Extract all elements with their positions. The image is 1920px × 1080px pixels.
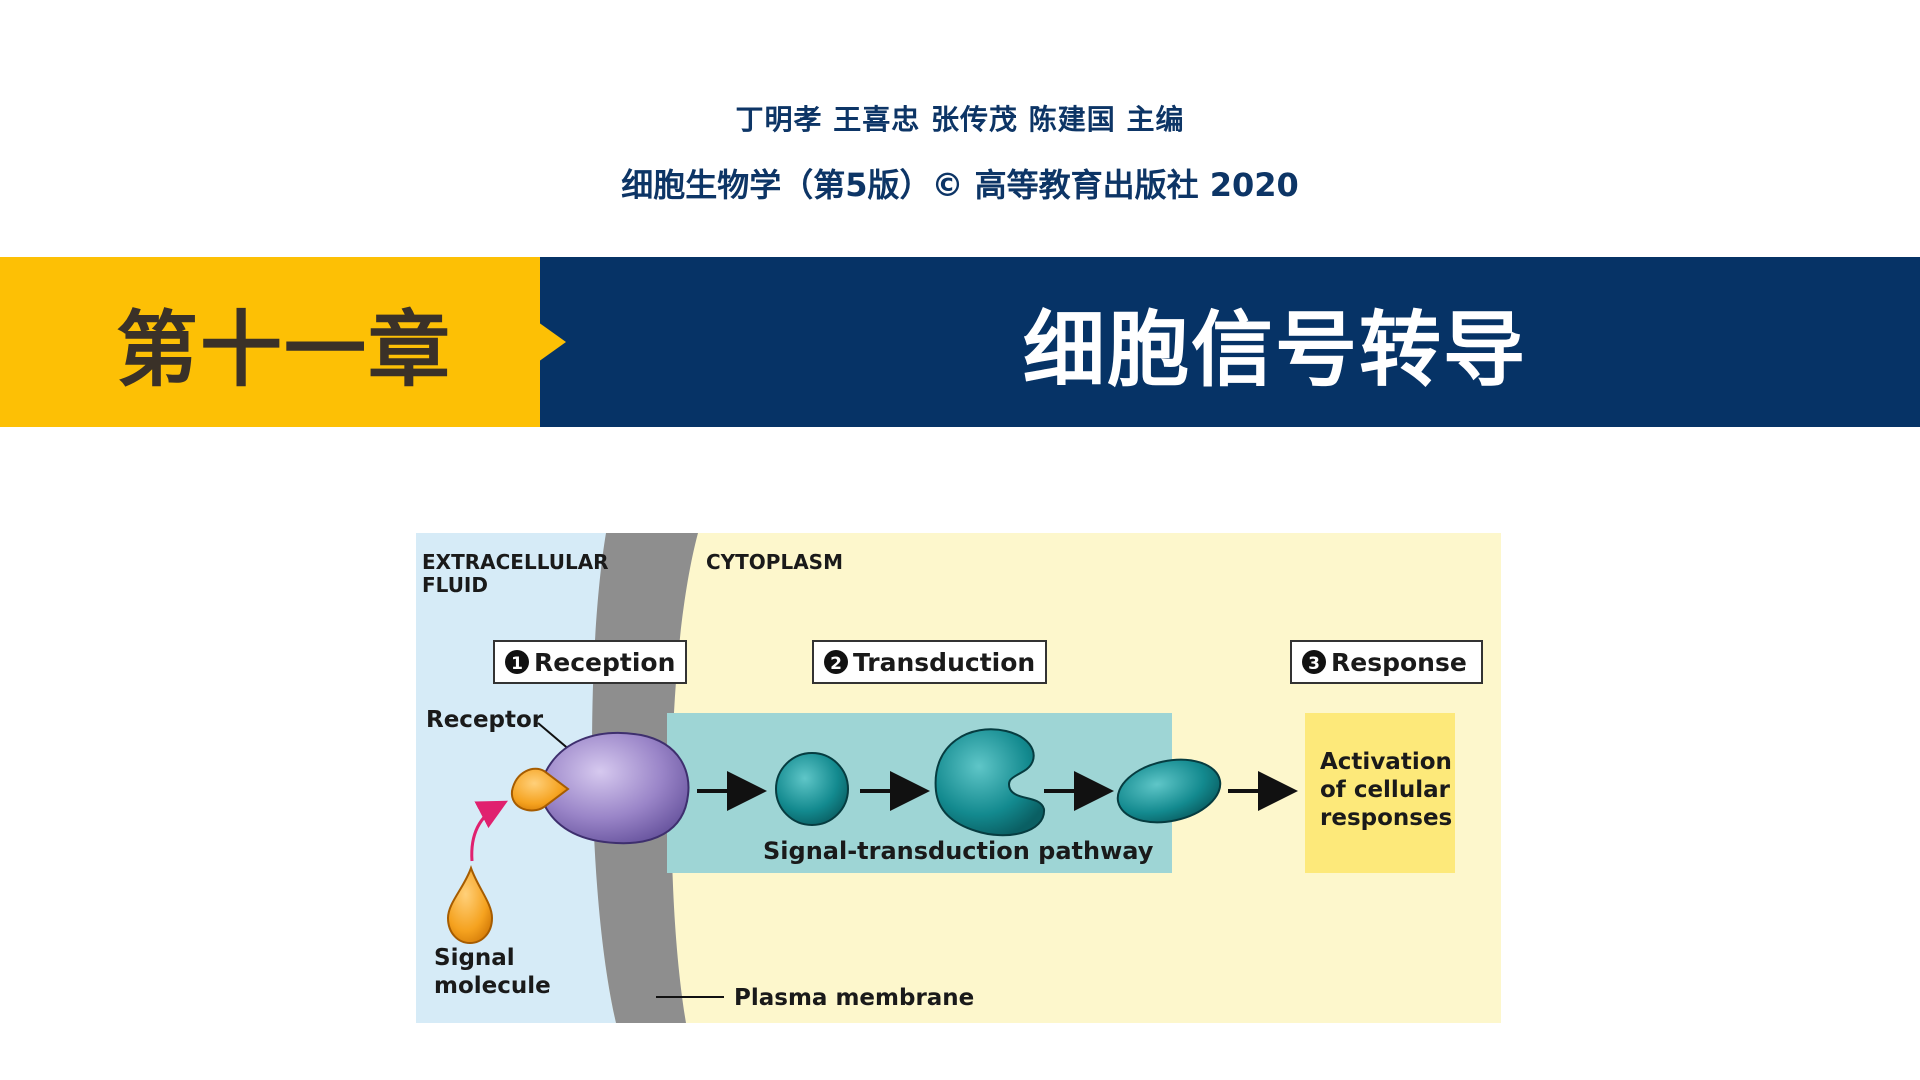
signal-transduction-figure: EXTRACELLULAR FLUID CYTOPLASM 1 Receptio… — [416, 533, 1501, 1023]
response-label-1: Activation — [1320, 749, 1452, 775]
chapter-number: 第十一章 — [115, 302, 452, 398]
step-label: Transduction — [853, 648, 1035, 677]
relay-protein-3 — [1116, 758, 1222, 824]
pathway-label: Signal-transduction pathway — [763, 837, 1154, 865]
signal-label-1: Signal — [434, 945, 515, 971]
step-number: 1 — [511, 654, 523, 674]
step-number-badge — [1302, 650, 1326, 674]
response-label-2: of cellular — [1320, 777, 1451, 803]
chapter-arrow-shape — [538, 322, 566, 362]
binding-arrow — [470, 800, 508, 862]
response-box — [1305, 713, 1455, 873]
step-number-badge — [824, 650, 848, 674]
step-reception: 1 Reception — [493, 640, 687, 684]
chapter-title: 细胞信号转导 — [1022, 302, 1527, 398]
receptor-shape — [539, 732, 690, 845]
step-number: 2 — [830, 654, 842, 674]
relay-protein-2 — [934, 728, 1046, 837]
extracellular-label-2: FLUID — [422, 573, 488, 597]
step-number: 3 — [1308, 654, 1320, 674]
relay-protein-1 — [775, 752, 849, 826]
step-label: Reception — [534, 648, 675, 677]
bound-signal-molecule — [510, 767, 570, 812]
signal-label-2: molecule — [434, 973, 551, 999]
cytoplasm-label: CYTOPLASM — [706, 550, 843, 574]
step-transduction: 2 Transduction — [812, 640, 1047, 684]
step-label: Response — [1331, 648, 1467, 677]
membrane-label: Plasma membrane — [734, 985, 974, 1011]
book-citation: 细胞生物学（第5版）© 高等教育出版社 2020 — [621, 166, 1299, 204]
response-label-3: responses — [1320, 805, 1452, 831]
free-signal-molecule — [446, 864, 494, 945]
step-response: 3 Response — [1290, 640, 1483, 684]
chapter-number-panel — [0, 257, 540, 427]
authors-line: 丁明孝 王喜忠 张传茂 陈建国 主编 — [735, 103, 1185, 136]
extracellular-label: EXTRACELLULAR — [422, 550, 609, 574]
receptor-label: Receptor — [426, 707, 544, 733]
step-number-badge — [505, 650, 529, 674]
receptor-pointer — [537, 722, 572, 752]
